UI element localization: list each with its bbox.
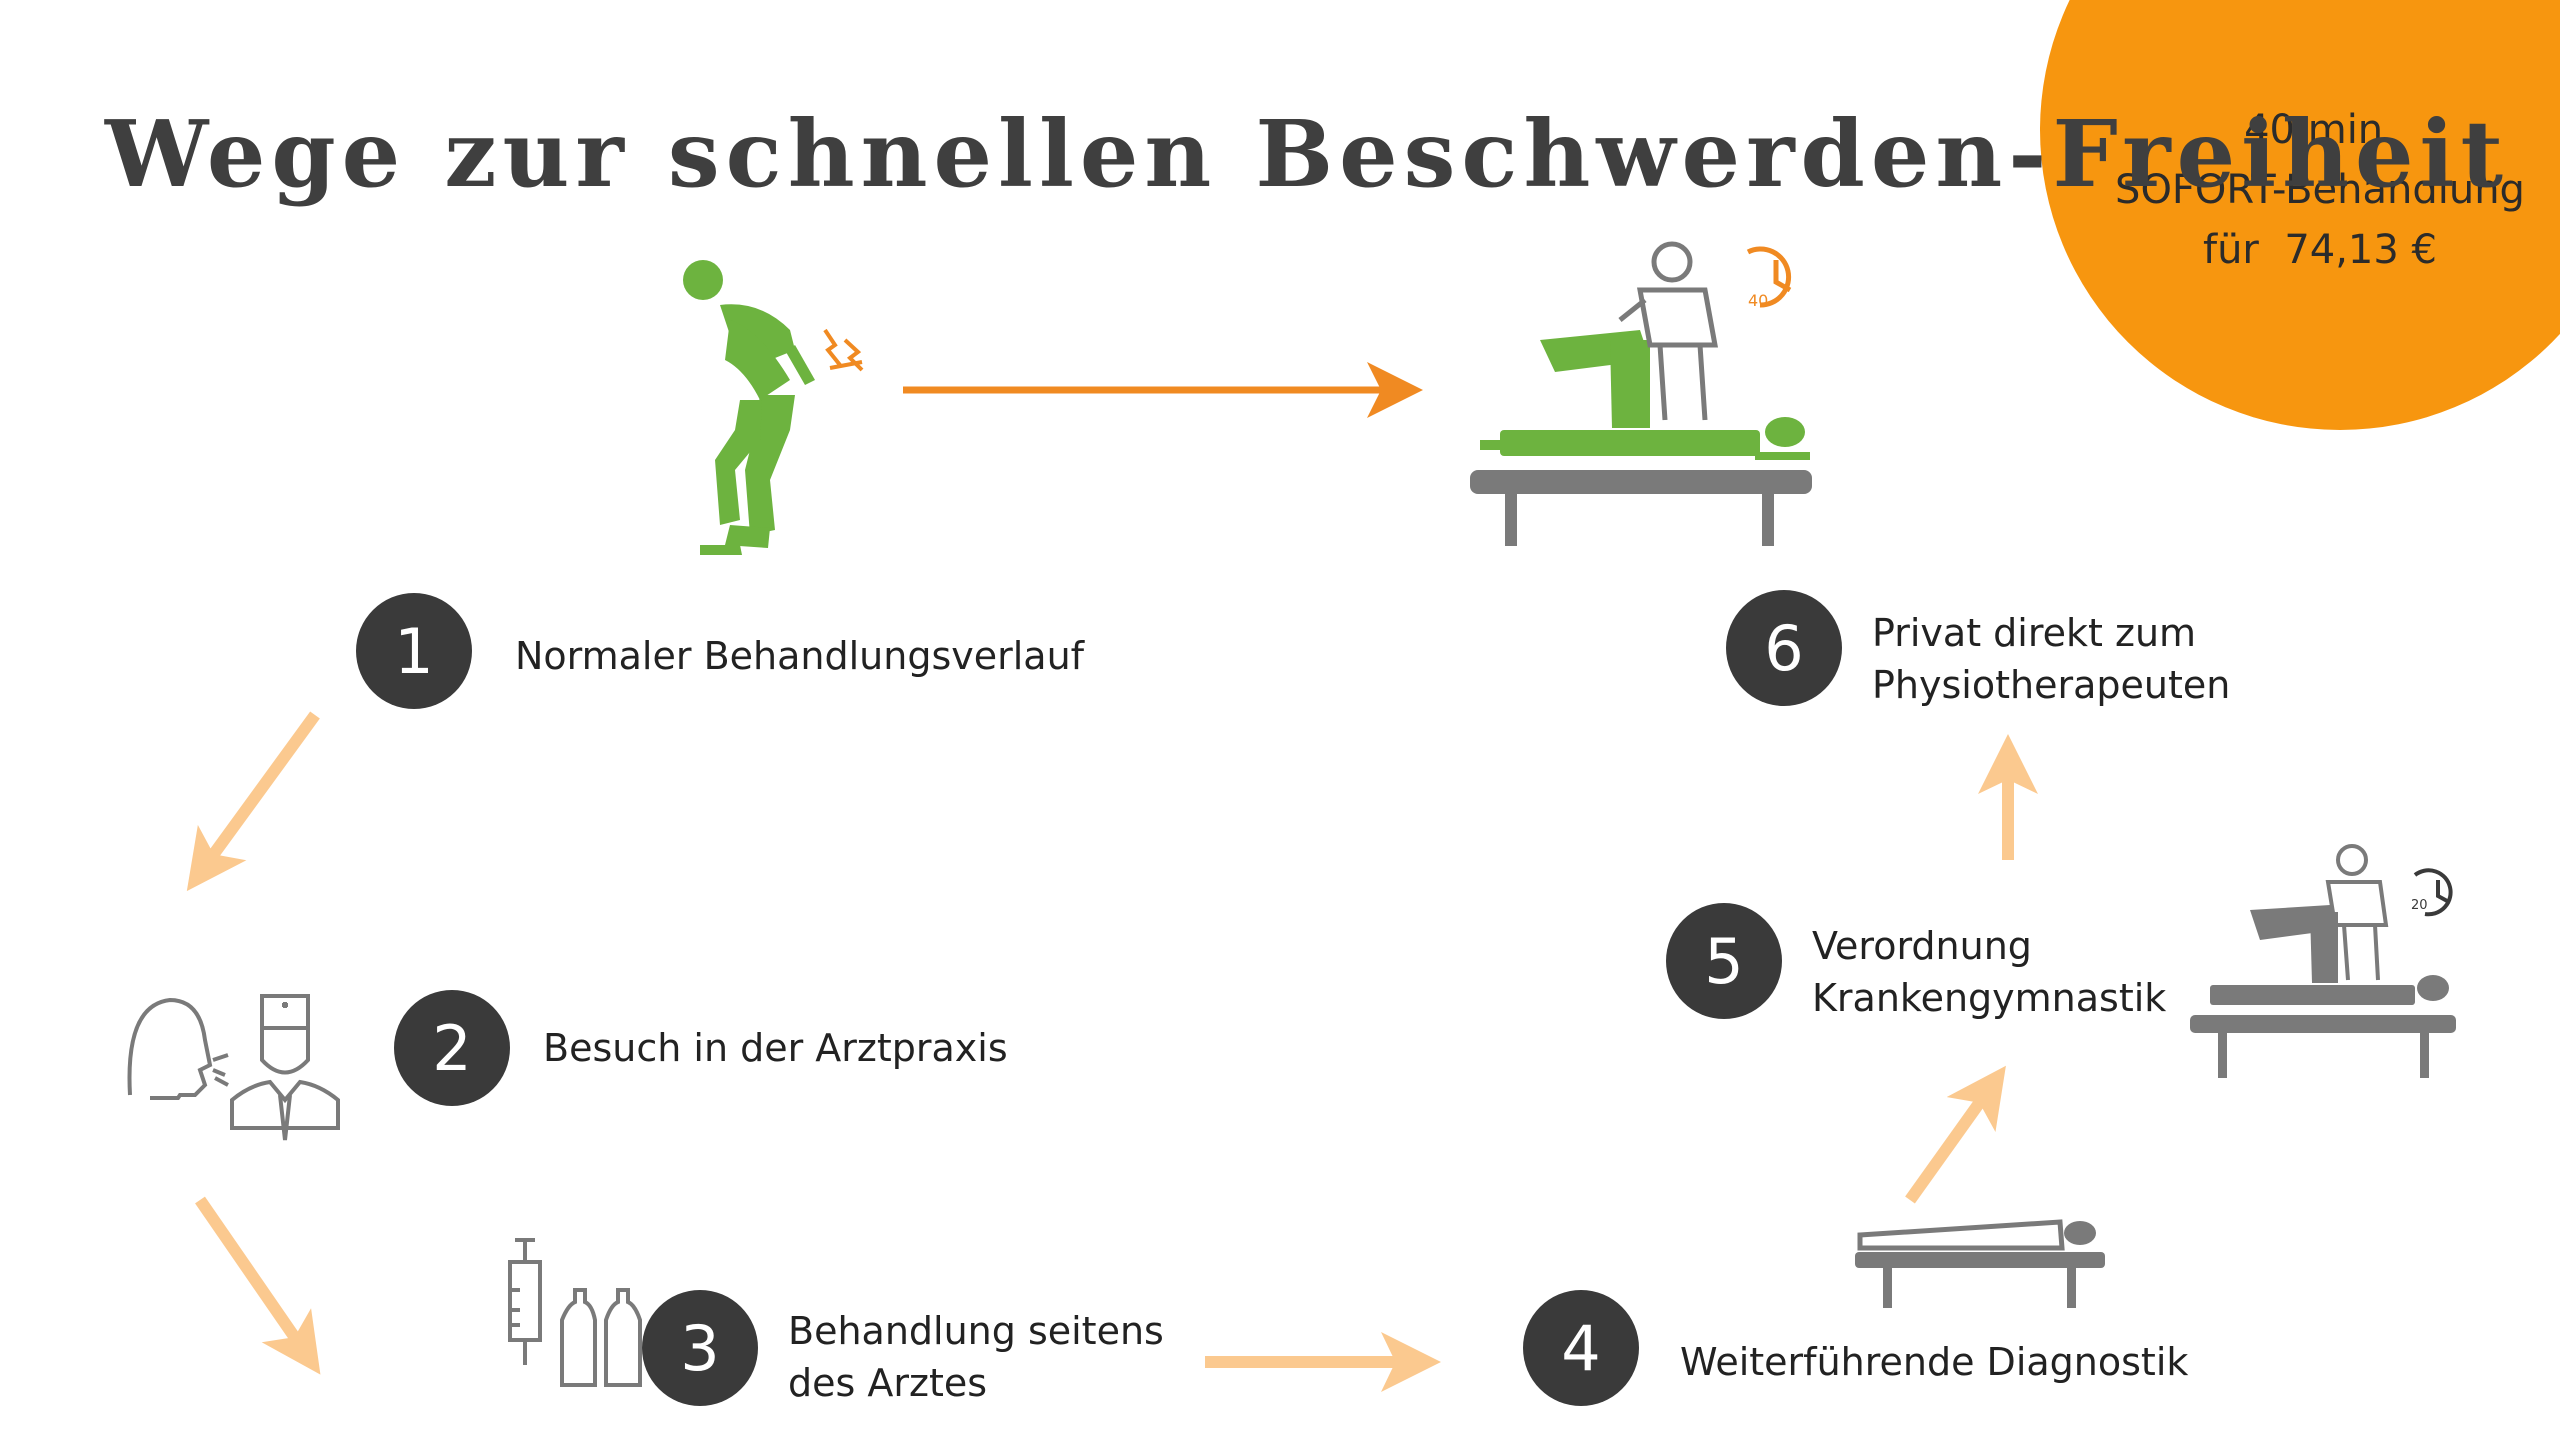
offer-price-prefix: für xyxy=(2202,227,2259,273)
step-4-number: 4 xyxy=(1523,1290,1639,1406)
physio-krankengymnastik-icon xyxy=(2190,844,2456,1078)
step-5-label-line1: Verordnung xyxy=(1812,924,2032,968)
step-2-label: Besuch in der Arztpraxis xyxy=(543,1022,1008,1074)
diagnostics-patient-icon xyxy=(1855,1219,2105,1308)
step-6-label-line2: Physiotherapeuten xyxy=(1872,663,2231,707)
step-5-label: Verordnung Krankengymnastik xyxy=(1812,920,2166,1024)
back-pain-figure-icon xyxy=(683,260,815,555)
arrow-2-to-3 xyxy=(195,1196,321,1375)
step-3-label: Behandlung seitens des Arztes xyxy=(788,1305,1164,1409)
timer-40-icon: 40 xyxy=(1746,246,1792,310)
timer-40-label: 40 xyxy=(1748,291,1768,310)
step-2-number: 2 xyxy=(394,990,510,1106)
offer-price-line: für 74,13 € xyxy=(2050,220,2560,280)
step-4-label-line1: Weiterführende Diagnostik xyxy=(1680,1340,2189,1384)
step-5-number: 5 xyxy=(1666,903,1782,1019)
offer-price: 74,13 € xyxy=(2284,227,2437,273)
step-3-number: 3 xyxy=(642,1290,758,1406)
step-6-label-line1: Privat direkt zum xyxy=(1872,611,2197,655)
physio-treatment-icon xyxy=(1470,241,1812,546)
timer-20-label: 20 xyxy=(2411,898,2428,913)
step-3-label-line2: des Arztes xyxy=(788,1361,988,1405)
offer-duration: 40 min. xyxy=(2244,107,2396,153)
arrow-1-to-2 xyxy=(186,711,320,892)
step-1-label: Normaler Behandlungsverlauf xyxy=(515,630,1084,682)
step-2-label-line1: Besuch in der Arztpraxis xyxy=(543,1026,1008,1070)
doctor-visit-icon xyxy=(127,994,340,1141)
syringe-vials-icon xyxy=(508,1238,642,1387)
step-6-number: 6 xyxy=(1726,590,1842,706)
offer-type: SOFORT-Behandlung xyxy=(2115,167,2525,213)
timer-20-icon: 20 xyxy=(2411,868,2453,917)
step-5-label-line2: Krankengymnastik xyxy=(1812,976,2167,1020)
step-3-label-line1: Behandlung seitens xyxy=(788,1309,1164,1353)
step-1-number: 1 xyxy=(356,593,472,709)
step-4-label: Weiterführende Diagnostik xyxy=(1680,1336,2188,1388)
pain-spark-icon xyxy=(823,328,864,372)
page-title: Wege zur schnellen Beschwerden-Freiheit xyxy=(105,100,2509,208)
offer-text: 40 min. SOFORT-Behandlung für 74,13 € xyxy=(2050,100,2560,280)
step-1-label-line1: Normaler Behandlungsverlauf xyxy=(515,634,1085,678)
arrow-4-to-5 xyxy=(1905,1065,2006,1204)
step-6-label: Privat direkt zum Physiotherapeuten xyxy=(1872,607,2230,711)
